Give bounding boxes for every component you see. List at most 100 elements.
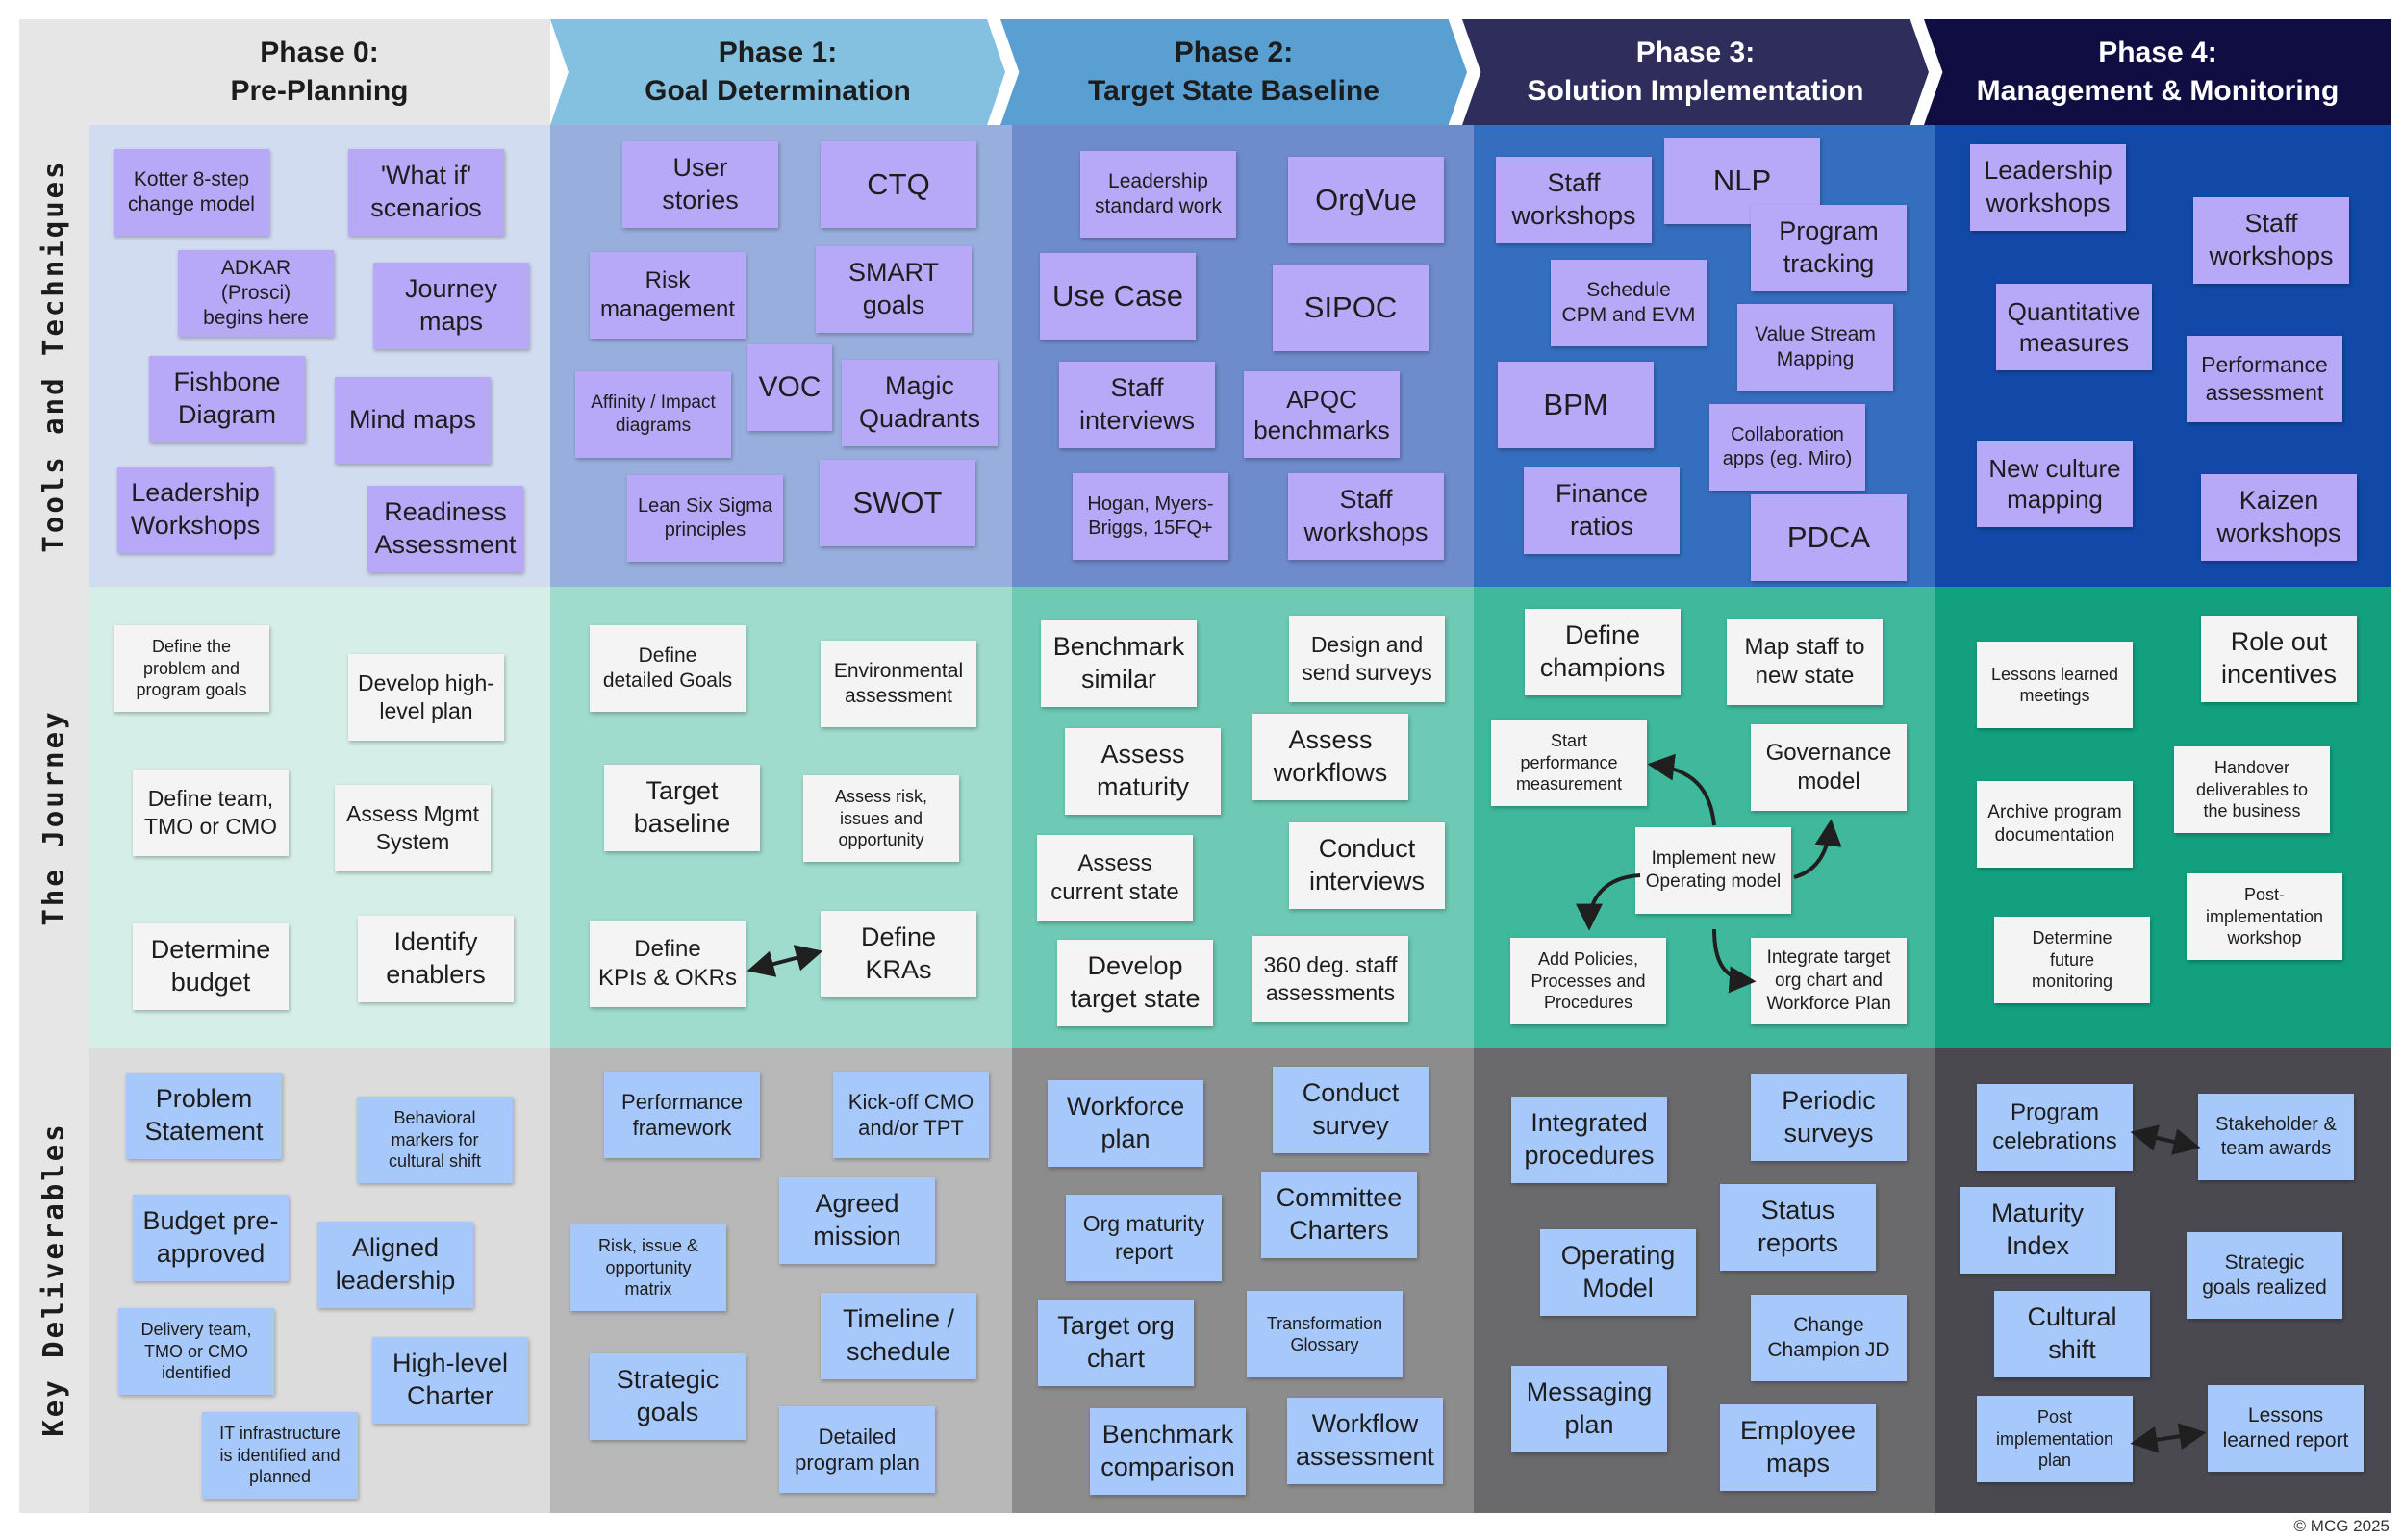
sticky-note-deliverables[interactable]: Post implementation plan xyxy=(1977,1396,2133,1482)
sticky-note-tools[interactable]: Program tracking xyxy=(1751,205,1907,291)
sticky-note-tools[interactable]: Leadership Workshops xyxy=(117,467,273,553)
sticky-note-tools[interactable]: Staff workshops xyxy=(1496,157,1652,243)
sticky-note-deliverables[interactable]: IT infrastructure is identified and plan… xyxy=(202,1412,358,1499)
sticky-note-journey[interactable]: Lessons learned meetings xyxy=(1977,642,2133,728)
sticky-note-deliverables[interactable]: Status reports xyxy=(1720,1184,1876,1271)
sticky-note-deliverables[interactable]: Integrated procedures xyxy=(1511,1097,1667,1183)
sticky-note-journey[interactable]: Define the problem and program goals xyxy=(114,625,269,712)
sticky-note-journey[interactable]: Define detailed Goals xyxy=(590,625,746,712)
sticky-note-deliverables[interactable]: Timeline / schedule xyxy=(821,1293,976,1379)
sticky-note-tools[interactable]: Finance ratios xyxy=(1524,467,1680,554)
sticky-note-deliverables[interactable]: Agreed mission xyxy=(779,1177,935,1264)
sticky-note-deliverables[interactable]: Strategic goals realized xyxy=(2187,1232,2342,1319)
sticky-note-tools[interactable]: Schedule CPM and EVM xyxy=(1551,260,1707,346)
sticky-note-deliverables[interactable]: Operating Model xyxy=(1540,1229,1696,1316)
sticky-note-journey[interactable]: Archive program documentation xyxy=(1977,781,2133,868)
sticky-note-journey[interactable]: Environmental assessment xyxy=(821,641,976,727)
sticky-note-tools[interactable]: Staff workshops xyxy=(2193,197,2349,284)
sticky-note-journey[interactable]: Define KRAs xyxy=(821,911,976,997)
sticky-note-deliverables[interactable]: Aligned leadership xyxy=(317,1222,473,1308)
sticky-note-journey[interactable]: Define team, TMO or CMO xyxy=(133,770,289,856)
sticky-note-tools[interactable]: Value Stream Mapping xyxy=(1737,304,1893,391)
sticky-note-journey[interactable]: Benchmark similar xyxy=(1041,620,1197,707)
sticky-note-deliverables[interactable]: Budget pre- approved xyxy=(133,1195,289,1281)
sticky-note-tools[interactable]: ADKAR (Prosci) begins here xyxy=(178,250,334,337)
sticky-note-journey[interactable]: Target baseline xyxy=(604,765,760,851)
sticky-note-tools[interactable]: Fishbone Diagram xyxy=(149,356,305,442)
sticky-note-deliverables[interactable]: Periodic surveys xyxy=(1751,1074,1907,1161)
sticky-note-journey[interactable]: Determine future monitoring xyxy=(1994,917,2150,1003)
sticky-note-journey[interactable]: Develop high- level plan xyxy=(348,654,504,741)
sticky-note-tools[interactable]: Leadership standard work xyxy=(1080,151,1236,238)
sticky-note-deliverables[interactable]: High-level Charter xyxy=(372,1337,528,1424)
sticky-note-journey[interactable]: Add Policies, Processes and Procedures xyxy=(1510,938,1666,1024)
sticky-note-tools[interactable]: Performance assessment xyxy=(2187,336,2342,422)
sticky-note-journey[interactable]: 360 deg. staff assessments xyxy=(1252,936,1408,1022)
sticky-note-deliverables[interactable]: Behavioral markers for cultural shift xyxy=(357,1097,513,1183)
sticky-note-tools[interactable]: Readiness Assessment xyxy=(367,486,523,572)
sticky-note-deliverables[interactable]: Benchmark comparison xyxy=(1090,1408,1246,1495)
sticky-note-deliverables[interactable]: Cultural shift xyxy=(1994,1291,2150,1377)
sticky-note-journey[interactable]: Map staff to new state xyxy=(1727,619,1883,705)
sticky-note-deliverables[interactable]: Change Champion JD xyxy=(1751,1295,1907,1381)
sticky-note-deliverables[interactable]: Workforce plan xyxy=(1048,1080,1203,1167)
sticky-note-tools[interactable]: Affinity / Impact diagrams xyxy=(575,371,731,458)
sticky-note-deliverables[interactable]: Conduct survey xyxy=(1273,1067,1429,1153)
sticky-note-tools[interactable]: Quantitative measures xyxy=(1996,284,2152,370)
sticky-note-deliverables[interactable]: Committee Charters xyxy=(1261,1172,1417,1258)
sticky-note-tools[interactable]: Risk management xyxy=(590,252,746,339)
sticky-note-deliverables[interactable]: Risk, issue & opportunity matrix xyxy=(570,1224,726,1311)
sticky-note-deliverables[interactable]: Delivery team, TMO or CMO identified xyxy=(118,1308,274,1395)
sticky-note-tools[interactable]: Staff interviews xyxy=(1059,362,1215,448)
sticky-note-tools[interactable]: Kaizen workshops xyxy=(2201,474,2357,561)
sticky-note-journey[interactable]: Assess maturity xyxy=(1065,728,1221,815)
sticky-note-journey[interactable]: Role out incentives xyxy=(2201,616,2357,702)
sticky-note-journey[interactable]: Governance model xyxy=(1751,724,1907,811)
sticky-note-tools[interactable]: Leadership workshops xyxy=(1970,144,2126,231)
sticky-note-deliverables[interactable]: Maturity Index xyxy=(1960,1187,2115,1274)
sticky-note-tools[interactable]: SIPOC xyxy=(1273,265,1429,351)
sticky-note-tools[interactable]: Magic Quadrants xyxy=(842,360,998,446)
sticky-note-journey[interactable]: Assess risk, issues and opportunity xyxy=(803,775,959,862)
sticky-note-tools[interactable]: Kotter 8-step change model xyxy=(114,149,269,236)
sticky-note-tools[interactable]: VOC xyxy=(747,344,832,431)
sticky-note-journey[interactable]: Assess workflows xyxy=(1252,714,1408,800)
sticky-note-tools[interactable]: Lean Six Sigma principles xyxy=(627,475,783,562)
sticky-note-deliverables[interactable]: Workflow assessment xyxy=(1287,1398,1443,1484)
sticky-note-deliverables[interactable]: Stakeholder & team awards xyxy=(2198,1094,2354,1180)
sticky-note-deliverables[interactable]: Problem Statement xyxy=(126,1073,282,1159)
sticky-note-tools[interactable]: Staff workshops xyxy=(1288,473,1444,560)
sticky-note-tools[interactable]: OrgVue xyxy=(1288,157,1444,243)
sticky-note-deliverables[interactable]: Lessons learned report xyxy=(2208,1385,2364,1472)
sticky-note-tools[interactable]: Collaboration apps (eg. Miro) xyxy=(1709,404,1865,491)
sticky-note-tools[interactable]: Mind maps xyxy=(335,377,491,464)
sticky-note-journey[interactable]: Define champions xyxy=(1525,609,1681,695)
sticky-note-deliverables[interactable]: Detailed program plan xyxy=(779,1406,935,1493)
sticky-note-tools[interactable]: New culture mapping xyxy=(1977,441,2133,527)
sticky-note-journey[interactable]: Develop target state xyxy=(1057,940,1213,1026)
sticky-note-deliverables[interactable]: Transformation Glossary xyxy=(1247,1291,1403,1377)
sticky-note-journey[interactable]: Handover deliverables to the business xyxy=(2174,746,2330,833)
sticky-note-journey[interactable]: Design and send surveys xyxy=(1289,616,1445,702)
sticky-note-journey[interactable]: Integrate target org chart and Workforce… xyxy=(1751,938,1907,1024)
sticky-note-tools[interactable]: BPM xyxy=(1498,362,1654,448)
sticky-note-tools[interactable]: Use Case xyxy=(1040,253,1196,340)
sticky-note-journey[interactable]: Identify enablers xyxy=(358,916,514,1002)
sticky-note-journey[interactable]: Start performance measurement xyxy=(1491,720,1647,806)
sticky-note-tools[interactable]: 'What if' scenarios xyxy=(348,149,504,236)
sticky-note-tools[interactable]: SWOT xyxy=(820,460,975,546)
sticky-note-journey[interactable]: Assess Mgmt System xyxy=(335,785,491,871)
sticky-note-tools[interactable]: PDCA xyxy=(1751,494,1907,581)
sticky-note-deliverables[interactable]: Strategic goals xyxy=(590,1353,746,1440)
sticky-note-deliverables[interactable]: Program celebrations xyxy=(1977,1084,2133,1171)
sticky-note-journey[interactable]: Conduct interviews xyxy=(1289,822,1445,909)
sticky-note-tools[interactable]: Hogan, Myers- Briggs, 15FQ+ xyxy=(1073,473,1228,560)
sticky-note-tools[interactable]: Journey maps xyxy=(373,263,529,349)
sticky-note-tools[interactable]: APQC benchmarks xyxy=(1244,371,1400,458)
sticky-note-journey[interactable]: Determine budget xyxy=(133,923,289,1010)
sticky-note-tools[interactable]: SMART goals xyxy=(816,246,972,333)
sticky-note-deliverables[interactable]: Org maturity report xyxy=(1066,1195,1222,1281)
sticky-note-deliverables[interactable]: Kick-off CMO and/or TPT xyxy=(833,1072,989,1158)
sticky-note-journey[interactable]: Implement new Operating model xyxy=(1635,827,1791,914)
sticky-note-deliverables[interactable]: Employee maps xyxy=(1720,1404,1876,1491)
